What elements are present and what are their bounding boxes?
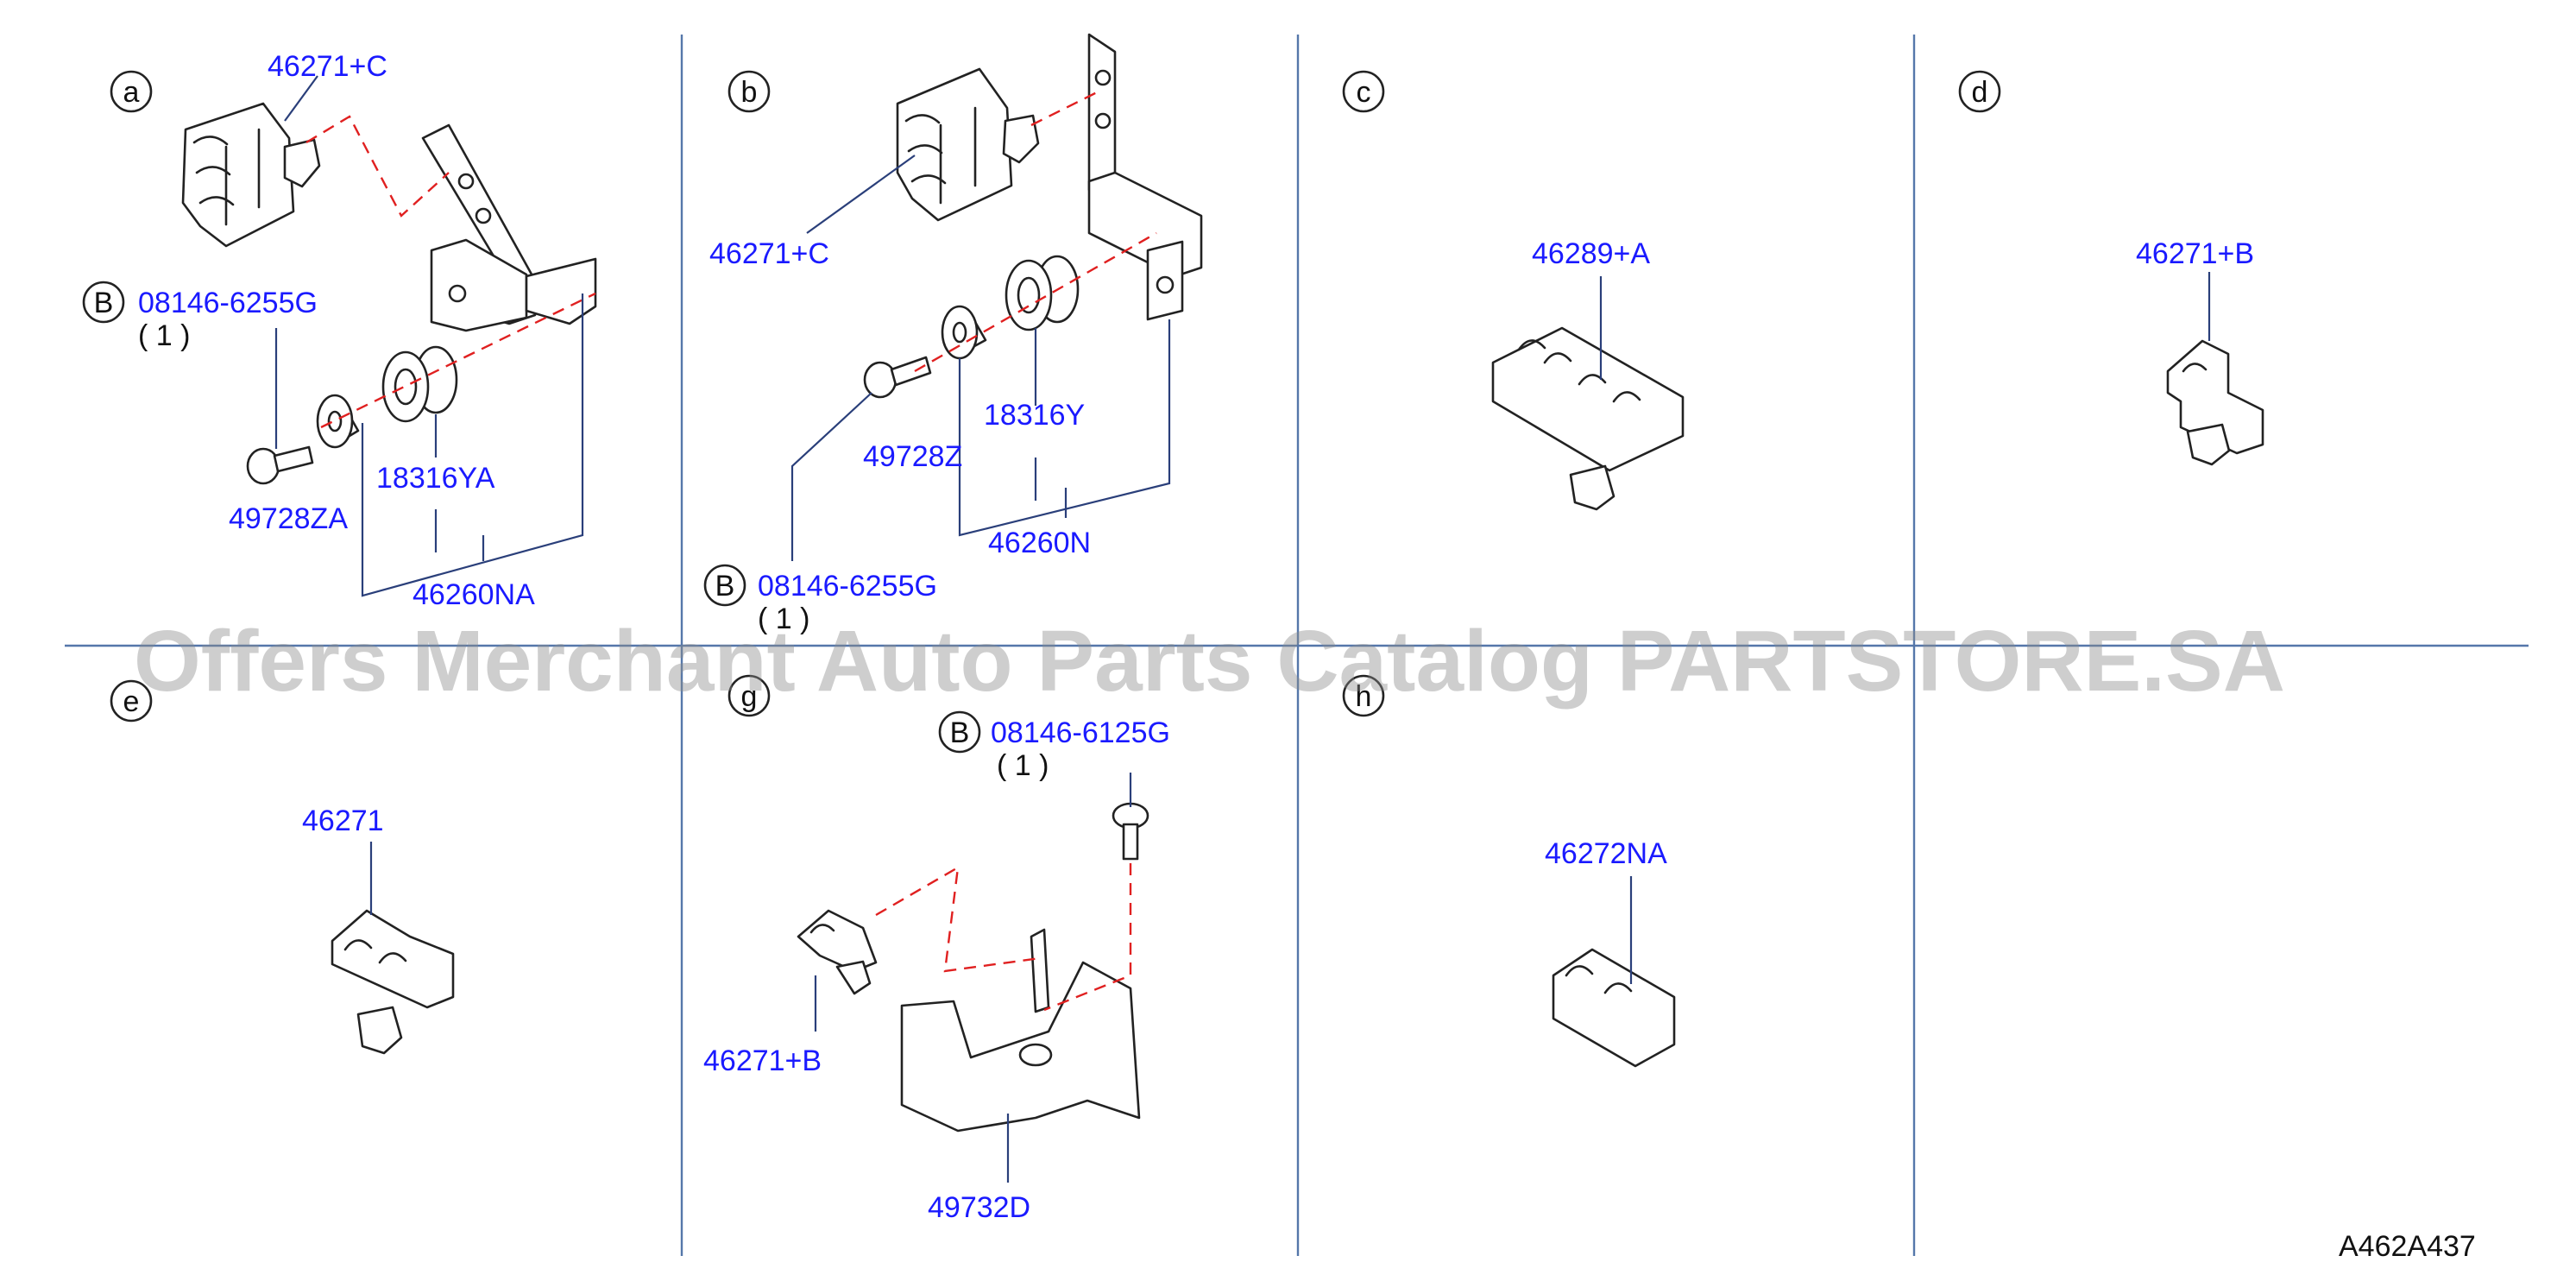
label-g-bolt-qty: ( 1 ) xyxy=(997,749,1049,782)
multi-clip-part xyxy=(896,67,1040,222)
label-g-clip: 46271+B xyxy=(703,1044,822,1077)
label-a-kit: 46260NA xyxy=(413,578,535,611)
bracket-part xyxy=(421,123,597,332)
single-clip-part xyxy=(2166,339,2264,466)
svg-text:e: e xyxy=(123,685,140,718)
label-a-bolt: 08146-6255G xyxy=(138,287,318,319)
label-g-bolt: 08146-6125G xyxy=(991,716,1170,749)
label-g-bracket: 49732D xyxy=(928,1191,1030,1224)
label-b-collar: 49728Z xyxy=(863,440,962,473)
panel-b: 46271+C 18316Y 49728Z 46260N B 08146-625… xyxy=(703,33,1203,635)
label-h-clip: 46272NA xyxy=(1545,837,1667,870)
label-b-kit: 46260N xyxy=(988,527,1091,559)
svg-text:g: g xyxy=(741,680,758,713)
label-a-bolt-qty: ( 1 ) xyxy=(138,319,190,352)
panel-e: 46271 xyxy=(302,805,455,1055)
single-clip-part xyxy=(797,909,878,995)
label-c-clip: 46289+A xyxy=(1532,237,1650,270)
panel-letters: a b c d e g h xyxy=(110,70,2001,723)
figure-code: A462A437 xyxy=(2339,1230,2476,1263)
label-b-clip: 46271+C xyxy=(709,237,829,270)
panel-g: B 08146-6125G ( 1 ) 46271+B 49732D xyxy=(703,710,1170,1224)
label-a-grommet: 18316YA xyxy=(376,462,495,495)
bolt-part xyxy=(246,445,314,485)
svg-text:B: B xyxy=(94,287,114,319)
label-d-clip: 46271+B xyxy=(2136,237,2254,270)
svg-text:c: c xyxy=(1357,76,1371,109)
svg-text:d: d xyxy=(1972,76,1988,109)
bolt-marker-a: B xyxy=(82,281,125,324)
collar-part xyxy=(316,394,360,449)
svg-text:B: B xyxy=(950,716,970,749)
svg-text:h: h xyxy=(1356,680,1372,713)
bolt-part xyxy=(1112,802,1149,861)
panel-a: 46271+C B 08146-6255G ( 1 ) 18316YA 4972… xyxy=(82,50,597,611)
label-a-clip: 46271+C xyxy=(268,50,387,83)
panel-letter-g: g xyxy=(727,674,771,717)
panel-grid xyxy=(65,35,2529,1256)
panel-letter-e: e xyxy=(110,679,153,723)
bracket-part xyxy=(900,928,1141,1133)
bracket-part xyxy=(1087,33,1203,321)
label-b-bolt-qty: ( 1 ) xyxy=(758,603,809,635)
panel-letter-d: d xyxy=(1958,70,2001,113)
label-a-collar: 49728ZA xyxy=(229,502,348,535)
collar-part xyxy=(941,305,987,360)
panel-letter-h: h xyxy=(1342,674,1385,717)
svg-text:b: b xyxy=(741,76,758,109)
multi-clip-part xyxy=(1491,326,1685,511)
single-clip-part xyxy=(331,909,455,1055)
single-clip-part xyxy=(1552,948,1676,1068)
label-e-clip: 46271 xyxy=(302,805,384,837)
panel-letter-b: b xyxy=(727,70,771,113)
panel-h: 46272NA xyxy=(1545,837,1676,1068)
label-b-grommet: 18316Y xyxy=(984,399,1085,432)
grommet-part xyxy=(381,345,458,423)
bolt-marker-g: B xyxy=(938,710,981,754)
panel-letter-a: a xyxy=(110,70,153,113)
multi-clip-part xyxy=(181,102,321,248)
svg-text:B: B xyxy=(715,570,735,603)
panel-d: 46271+B xyxy=(2136,237,2264,466)
panel-c: 46289+A xyxy=(1491,237,1685,511)
grommet-part xyxy=(1005,255,1080,331)
watermark: Offers Merchant Auto Parts Catalog PARTS… xyxy=(134,613,2285,710)
svg-text:a: a xyxy=(123,76,140,109)
label-b-bolt: 08146-6255G xyxy=(758,570,937,603)
panel-letter-c: c xyxy=(1342,70,1385,113)
bolt-part xyxy=(863,356,932,399)
bolt-marker-b: B xyxy=(703,564,746,607)
